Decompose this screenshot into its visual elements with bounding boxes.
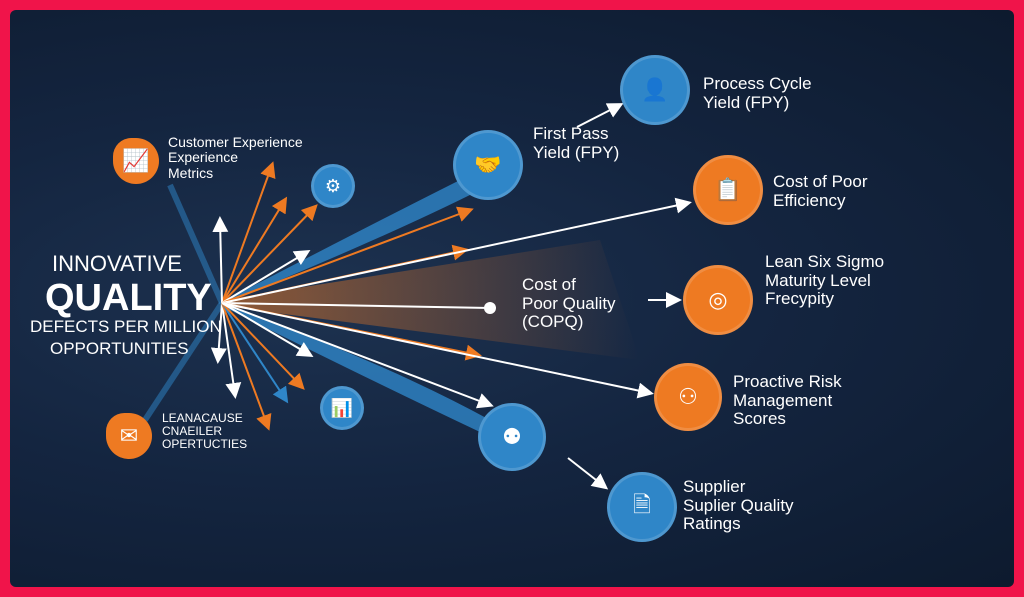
team-icon: ⚉: [478, 403, 546, 471]
gear-icon: ⚙: [311, 164, 355, 208]
ray: [221, 204, 318, 304]
circles-icon: ◎: [683, 265, 753, 335]
blue-beam-top: [222, 175, 480, 304]
ray: [221, 302, 272, 431]
title-line3: DEFECTS PER MILLION: [30, 317, 222, 336]
title-line4: OPPORTUNITIES: [50, 339, 189, 358]
arrow: [576, 103, 624, 128]
ray: [210, 302, 227, 364]
title-line1: INNOVATIVE: [52, 251, 182, 276]
ray: [221, 302, 289, 404]
ray: [221, 302, 314, 358]
document-icon: 🗎: [607, 472, 677, 542]
person-target-icon: 👤: [620, 55, 690, 125]
handshake-icon: 🤝: [453, 130, 523, 200]
envelope-icon: ✉: [106, 413, 152, 459]
ray: [221, 161, 276, 304]
report-icon: 📋: [693, 155, 763, 225]
arrow: [567, 457, 609, 490]
ray: [221, 302, 242, 399]
blue-beam-bottom: [222, 304, 490, 432]
orange-beam: [222, 240, 640, 360]
ray: [221, 249, 311, 304]
bar-chart-icon: 📊: [320, 386, 364, 430]
ray: [221, 302, 491, 309]
infographic: INNOVATIVE QUALITY DEFECTS PER MILLION O…: [10, 10, 1014, 587]
ray: [212, 216, 229, 304]
copq-dot: [484, 302, 496, 314]
network-icon: ⚇: [654, 363, 722, 431]
ray: [221, 302, 654, 399]
beam-diagonal: [167, 183, 225, 305]
ray: [221, 206, 474, 304]
ray: [221, 302, 305, 390]
beam-diagonal: [142, 301, 225, 422]
ray: [221, 196, 288, 304]
ray: [221, 302, 494, 409]
title-main: QUALITY: [45, 277, 212, 319]
ray: [221, 197, 692, 304]
chart-icon: 📈: [113, 138, 159, 184]
rays: [142, 103, 692, 490]
